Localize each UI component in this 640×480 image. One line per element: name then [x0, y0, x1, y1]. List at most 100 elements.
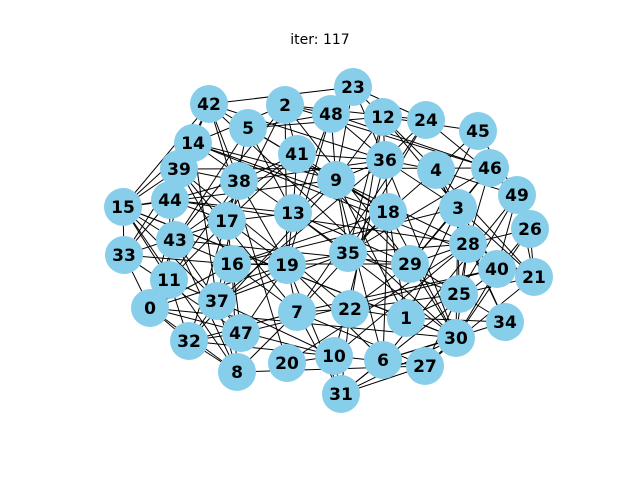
node-circle	[369, 193, 407, 231]
node-label: 48	[319, 105, 343, 125]
node-label: 17	[215, 212, 239, 232]
node-circle	[278, 293, 316, 331]
node-26: 26	[511, 210, 549, 248]
node-circle	[170, 322, 208, 360]
node-label: 35	[336, 244, 360, 264]
node-circle	[515, 258, 553, 296]
node-circle	[331, 290, 369, 328]
node-label: 1	[400, 309, 412, 329]
node-circle	[407, 101, 445, 139]
node-label: 30	[444, 329, 468, 349]
edge-6-18	[382, 211, 389, 361]
node-48: 48	[312, 95, 350, 133]
node-41: 41	[278, 135, 316, 173]
edge-46-48	[330, 113, 491, 169]
node-label: 25	[447, 285, 471, 305]
node-20: 20	[268, 344, 306, 382]
edge-14-18	[192, 142, 389, 213]
node-7: 7	[278, 293, 316, 331]
edge-22-39	[178, 168, 351, 310]
edge-37-38	[216, 180, 240, 302]
node-0: 0	[131, 289, 169, 327]
node-label: 6	[377, 351, 389, 371]
edge-10-32	[188, 340, 335, 357]
node-label: 12	[371, 108, 395, 128]
edge-7-24	[296, 119, 427, 313]
edge-7-39	[178, 168, 298, 313]
node-38: 38	[220, 162, 258, 200]
node-43: 43	[156, 221, 194, 259]
node-label: 34	[493, 313, 517, 333]
node-label: 27	[413, 357, 437, 377]
node-circle	[322, 375, 360, 413]
node-circle	[222, 314, 260, 352]
plot-title: iter: 117	[290, 32, 350, 48]
node-circle	[208, 202, 246, 240]
node-circle	[511, 210, 549, 248]
node-label: 40	[485, 260, 509, 280]
node-19: 19	[268, 246, 306, 284]
node-17: 17	[208, 202, 246, 240]
node-circle	[439, 189, 477, 227]
node-circle	[150, 261, 188, 299]
node-44: 44	[151, 181, 189, 219]
node-circle	[315, 337, 353, 375]
node-42: 42	[190, 85, 228, 123]
edge-35-46	[347, 167, 491, 254]
node-label: 24	[414, 111, 438, 131]
node-label: 7	[291, 303, 303, 323]
edge-29-41	[296, 153, 411, 265]
edge-13-30	[292, 212, 457, 339]
edge-20-42	[208, 103, 288, 364]
node-46: 46	[471, 149, 509, 187]
node-6: 6	[364, 341, 402, 379]
node-circle	[334, 68, 372, 106]
node-circle	[198, 282, 236, 320]
edge-4-21	[435, 169, 535, 278]
node-label: 18	[376, 203, 400, 223]
node-33: 33	[105, 236, 143, 274]
node-label: 19	[275, 256, 299, 276]
node-label: 2	[279, 96, 291, 116]
node-label: 42	[197, 95, 221, 115]
node-37: 37	[198, 282, 236, 320]
node-label: 46	[478, 159, 502, 179]
node-circle	[471, 149, 509, 187]
node-10: 10	[315, 337, 353, 375]
node-4: 4	[417, 151, 455, 189]
node-8: 8	[218, 353, 256, 391]
node-circle	[312, 95, 350, 133]
node-12: 12	[364, 98, 402, 136]
node-label: 32	[177, 332, 201, 352]
edge-2-17	[226, 104, 286, 222]
node-35: 35	[329, 234, 367, 272]
node-circle	[213, 245, 251, 283]
node-circle	[220, 162, 258, 200]
node-circle	[329, 234, 367, 272]
edge-19-48	[286, 113, 332, 266]
node-9: 9	[317, 161, 355, 199]
node-label: 28	[456, 235, 480, 255]
node-label: 45	[466, 122, 490, 142]
node-circle	[151, 181, 189, 219]
node-circle	[278, 135, 316, 173]
node-circle	[229, 109, 267, 147]
node-1: 1	[387, 299, 425, 337]
node-circle	[160, 150, 198, 188]
node-39: 39	[160, 150, 198, 188]
node-circle	[366, 141, 404, 179]
node-label: 11	[157, 271, 181, 291]
edge-2-19	[284, 104, 288, 266]
node-label: 43	[163, 231, 187, 251]
node-label: 3	[452, 199, 464, 219]
node-circle	[104, 188, 142, 226]
node-label: 10	[322, 347, 346, 367]
node-30: 30	[437, 319, 475, 357]
node-31: 31	[322, 375, 360, 413]
node-label: 22	[338, 300, 362, 320]
node-18: 18	[369, 193, 407, 231]
node-label: 33	[112, 246, 136, 266]
